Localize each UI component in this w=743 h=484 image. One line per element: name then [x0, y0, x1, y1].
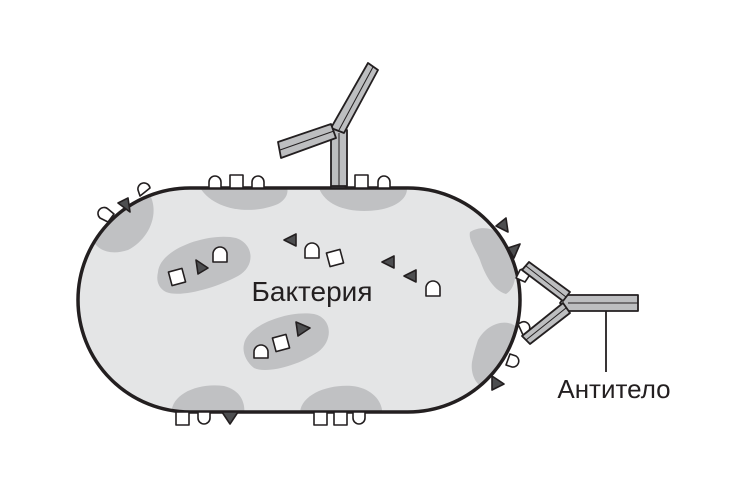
bacterium-label: Бактерия	[252, 276, 373, 307]
surface-antigen-triangle	[495, 217, 509, 233]
antibody-right	[521, 261, 639, 345]
antigen-dome	[304, 242, 320, 259]
surface-antigen-dome	[352, 411, 366, 425]
surface-antigen-dome	[208, 175, 222, 189]
antigen-square	[167, 267, 187, 287]
patch-bottom-left	[171, 385, 245, 412]
antigen-square	[271, 333, 291, 353]
surface-antigen-triangle	[117, 197, 131, 213]
patch-top-center	[318, 188, 407, 211]
antibody-right-inner-line	[525, 265, 567, 298]
surface-antigen-triangle	[507, 243, 521, 259]
antigen-dome	[425, 280, 441, 297]
surface-antigen-square	[229, 174, 244, 189]
bacterium-outline	[76, 186, 522, 414]
surface-antigen-dome	[505, 353, 520, 368]
antibody-label: Антитело	[557, 374, 670, 404]
surface-antigen-square	[313, 411, 328, 426]
antigen-triangle	[195, 259, 209, 275]
antigen-triangle	[403, 269, 417, 283]
surface-antigen-dome	[251, 175, 265, 189]
antigen-triangle	[295, 321, 311, 337]
surface-antigen-square	[333, 411, 348, 426]
surface-antigen-dome	[97, 206, 115, 223]
surface-antigen-dome	[377, 175, 391, 189]
surface-antigen-dome	[197, 411, 211, 425]
antigen-dome	[253, 344, 269, 359]
patch-top-left	[198, 188, 288, 210]
internal-antigens	[167, 233, 441, 359]
antibody-top-arm-right	[330, 62, 379, 134]
antibody-right-inner-line	[525, 307, 567, 341]
antibody-top-inner-line	[279, 130, 335, 151]
surface-antigen-triangle	[221, 411, 239, 425]
antigen-triangle	[283, 233, 297, 247]
surface-antigen-square	[354, 174, 369, 189]
patch-bottom-center	[299, 385, 383, 412]
antigen-triangle	[381, 255, 395, 269]
antibody-top	[277, 62, 379, 187]
antigen-square	[325, 248, 345, 268]
antigen-dome	[212, 246, 228, 263]
surface-antigen-square	[175, 411, 190, 426]
surface-antigen-triangle	[491, 375, 505, 391]
surface-antigen-dome	[137, 182, 151, 197]
antibody-top-inner-line	[338, 66, 374, 131]
patch-left	[92, 195, 154, 253]
